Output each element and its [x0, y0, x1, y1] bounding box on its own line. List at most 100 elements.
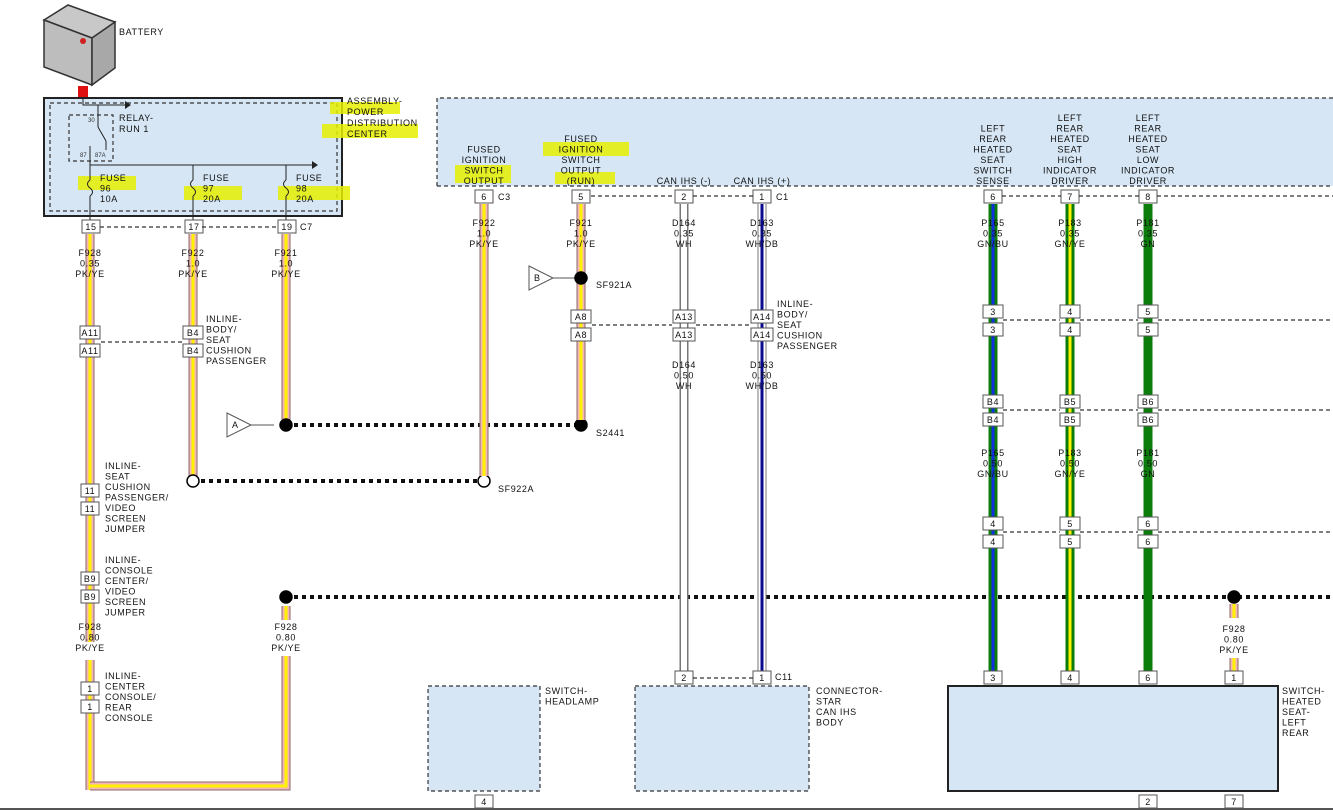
wire-label: P183 [1058, 218, 1081, 228]
signal-label: LOW [1137, 155, 1159, 165]
connector-pin[interactable]: B6 [1137, 394, 1159, 409]
connector-pin[interactable]: 6 [474, 189, 494, 204]
wire-f922-module[interactable] [479, 204, 489, 476]
connector-pin[interactable]: 2 [674, 670, 694, 685]
reference-a[interactable]: A [226, 412, 274, 438]
connector-pin[interactable]: 1 [752, 670, 772, 685]
signal-label: DRIVER [1051, 176, 1089, 186]
pin-label: 6 [1145, 537, 1151, 547]
connector-pin[interactable]: B4 [982, 412, 1004, 427]
connector-pin[interactable]: 19 [277, 219, 297, 234]
inline-label: CONSOLE [105, 713, 153, 723]
connector-pin[interactable]: B4 [182, 325, 204, 340]
splice-dot[interactable] [279, 590, 293, 604]
splice-dot[interactable] [1227, 590, 1241, 604]
connector-pin[interactable]: 5 [1137, 322, 1159, 337]
connector-pin[interactable]: 1 [1224, 670, 1244, 685]
connector-pin[interactable]: 4 [982, 516, 1004, 531]
pin-label: 3 [990, 673, 996, 683]
wire-p181[interactable] [1143, 204, 1153, 672]
fuse-label: 98 [296, 184, 307, 194]
connector-pin[interactable]: 5 [1059, 534, 1081, 549]
wire-f928-switch[interactable] [1229, 604, 1239, 618]
relay-run-1 [68, 114, 114, 162]
connector-pin[interactable]: A11 [79, 343, 101, 358]
connector-pin[interactable]: 2 [674, 189, 694, 204]
connector-pin[interactable]: A11 [79, 325, 101, 340]
connector-pin[interactable]: 6 [1137, 534, 1159, 549]
inline-label: SCREEN [105, 514, 146, 524]
connector-pin[interactable]: B4 [182, 343, 204, 358]
connector-pin[interactable]: B9 [80, 571, 100, 586]
connector-pin[interactable]: B5 [1059, 394, 1081, 409]
connector-pin[interactable]: 5 [1059, 516, 1081, 531]
connector-pin[interactable]: 7 [1060, 189, 1080, 204]
pin-box [80, 571, 100, 586]
connector-pin[interactable]: 6 [1138, 670, 1158, 685]
pin-label: A8 [575, 330, 587, 340]
connector-pin[interactable]: 5 [1137, 304, 1159, 319]
splice-sf921a[interactable] [574, 271, 588, 285]
connector-pin[interactable]: B5 [1059, 412, 1081, 427]
wire-p183[interactable] [1065, 204, 1075, 672]
connector-pin[interactable]: 2 [1138, 794, 1158, 809]
connector-pin[interactable]: 1 [80, 681, 100, 696]
pin-label: 3 [990, 325, 996, 335]
wire-f921[interactable] [281, 234, 291, 420]
connector-pin[interactable]: 11 [80, 501, 100, 516]
signal-label: INDICATOR [1043, 166, 1097, 176]
connector-pin[interactable]: 4 [1059, 322, 1081, 337]
fuse-label: 20A [203, 194, 221, 204]
connector-pin[interactable]: 1 [752, 189, 772, 204]
connector-pin[interactable]: 6 [1137, 516, 1159, 531]
wire-f928-switch-end[interactable] [1229, 658, 1239, 672]
connector-pin[interactable]: A14 [750, 309, 774, 324]
switch-headlamp-box[interactable] [428, 686, 540, 791]
splice-dot[interactable] [279, 418, 293, 432]
connector-pin[interactable]: 3 [982, 322, 1004, 337]
wire-d164[interactable] [679, 204, 689, 672]
wire-f928-stub[interactable] [281, 606, 291, 620]
splice-s2441[interactable] [574, 418, 588, 432]
connector-pin[interactable]: B4 [982, 394, 1004, 409]
connector-pin[interactable]: 17 [184, 219, 204, 234]
connector-pin[interactable]: 4 [474, 794, 494, 809]
reference-b[interactable]: B [528, 265, 576, 291]
connector-pin[interactable]: 3 [982, 304, 1004, 319]
splice-sf922a[interactable] [477, 474, 491, 488]
connector-pin[interactable]: 8 [1138, 189, 1158, 204]
component-label: LEFT [1282, 718, 1306, 728]
wire-f928-loop[interactable] [85, 660, 95, 790]
connector-pin[interactable]: 4 [982, 534, 1004, 549]
splice-dot[interactable] [186, 474, 200, 488]
connector-pin[interactable]: 6 [983, 189, 1003, 204]
wire-label: PK/YE [75, 269, 105, 279]
switch-heated-seat-left-rear[interactable] [947, 685, 1279, 792]
pin-label: B4 [187, 328, 199, 338]
connector-pin[interactable]: A13 [672, 327, 696, 342]
connector-pin[interactable]: 4 [1060, 670, 1080, 685]
component-label: CAN IHS [816, 707, 857, 717]
connector-pin[interactable]: 1 [80, 699, 100, 714]
connector-pin[interactable]: 15 [81, 219, 101, 234]
pin-box [750, 327, 774, 342]
connector-pin[interactable]: A8 [570, 309, 592, 324]
wire-label: 1.0 [279, 259, 293, 269]
connector-pin[interactable]: A13 [672, 309, 696, 324]
inline-label: BODY/ [777, 310, 808, 320]
connector-pin[interactable]: B9 [80, 589, 100, 604]
wire-f928[interactable] [85, 234, 95, 642]
pin-label: A11 [81, 328, 98, 338]
signal-label: REAR [1056, 124, 1083, 134]
connector-pin[interactable]: B6 [1137, 412, 1159, 427]
connector-pin[interactable]: 3 [983, 670, 1003, 685]
wire-d163[interactable] [757, 204, 767, 672]
connector-pin[interactable]: 5 [571, 189, 591, 204]
connector-pin[interactable]: 4 [1059, 304, 1081, 319]
connector-pin[interactable]: A14 [750, 327, 774, 342]
connector-pin[interactable]: A8 [570, 327, 592, 342]
connector-pin[interactable]: 11 [80, 483, 100, 498]
connector-star-can-ihs-body[interactable] [635, 686, 809, 791]
wire-p165[interactable] [988, 204, 998, 672]
connector-pin[interactable]: 7 [1224, 794, 1244, 809]
